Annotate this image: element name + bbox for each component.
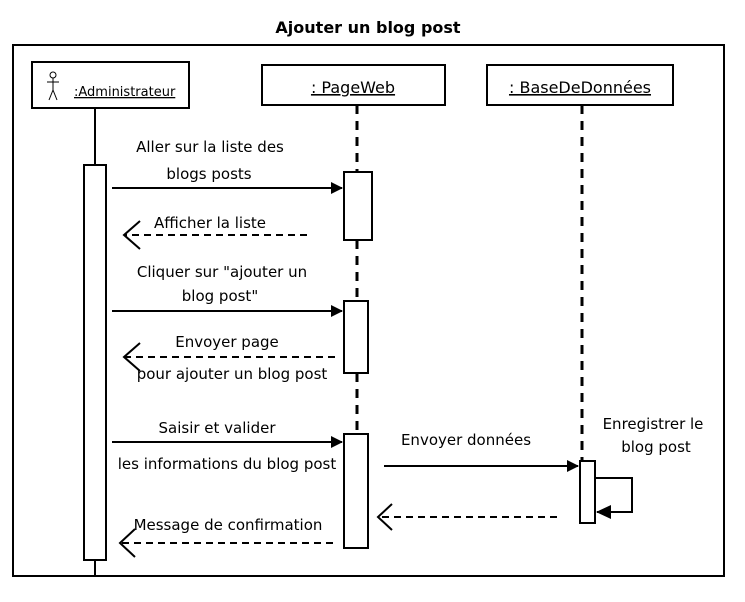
administrateur-header-box bbox=[31, 61, 190, 109]
message-label: blogs posts bbox=[166, 165, 251, 183]
message-label: pour ajouter un blog post bbox=[137, 365, 328, 383]
message-enregistrer: Enregistrer le blog post bbox=[595, 415, 703, 519]
message-label: Envoyer page bbox=[175, 333, 279, 351]
message-retour-bdd bbox=[376, 503, 557, 531]
message-label: Envoyer données bbox=[401, 431, 531, 449]
pageweb-activation-2 bbox=[343, 300, 369, 374]
message-label: Afficher la liste bbox=[154, 214, 266, 232]
message-envoyer-page: Envoyer page pour ajouter un blog post bbox=[122, 333, 335, 383]
diagram-title: Ajouter un blog post bbox=[275, 18, 460, 37]
message-label: les informations du blog post bbox=[118, 455, 337, 473]
basededonnees-activation bbox=[579, 460, 596, 524]
message-envoyer-donnees: Envoyer données bbox=[384, 431, 579, 472]
administrateur-activation bbox=[83, 164, 107, 561]
actor-icon bbox=[47, 71, 59, 101]
message-label: Message de confirmation bbox=[134, 516, 323, 534]
pageweb-activation-3 bbox=[343, 433, 369, 549]
basededonnees-header-box bbox=[486, 64, 674, 106]
message-label: Saisir et valider bbox=[159, 419, 277, 437]
pageweb-name: : PageWeb bbox=[311, 78, 395, 97]
message-saisir-valider: Saisir et valider les informations du bl… bbox=[112, 419, 343, 473]
message-label: Cliquer sur "ajouter un bbox=[137, 263, 307, 281]
message-afficher-liste: Afficher la liste bbox=[122, 214, 307, 250]
message-label: blog post bbox=[621, 438, 691, 456]
message-cliquer-ajouter: Cliquer sur "ajouter un blog post" bbox=[112, 263, 343, 317]
basededonnees-name: : BaseDeDonnées bbox=[509, 78, 651, 97]
message-label: blog post" bbox=[182, 287, 258, 305]
diagram-frame bbox=[12, 44, 725, 577]
pageweb-header-box bbox=[261, 64, 446, 106]
message-label: Enregistrer le bbox=[603, 415, 704, 433]
pageweb-activation-1 bbox=[343, 171, 373, 241]
message-label: Aller sur la liste des bbox=[136, 138, 284, 156]
lifeline-administrateur: :Administrateur bbox=[31, 61, 190, 576]
lifeline-basededonnees: : BaseDeDonnées bbox=[486, 64, 674, 524]
administrateur-name: :Administrateur bbox=[74, 85, 176, 100]
message-confirmation: Message de confirmation bbox=[118, 516, 333, 558]
lifeline-pageweb: : PageWeb bbox=[261, 64, 446, 549]
message-aller-liste: Aller sur la liste des blogs posts bbox=[112, 138, 343, 194]
